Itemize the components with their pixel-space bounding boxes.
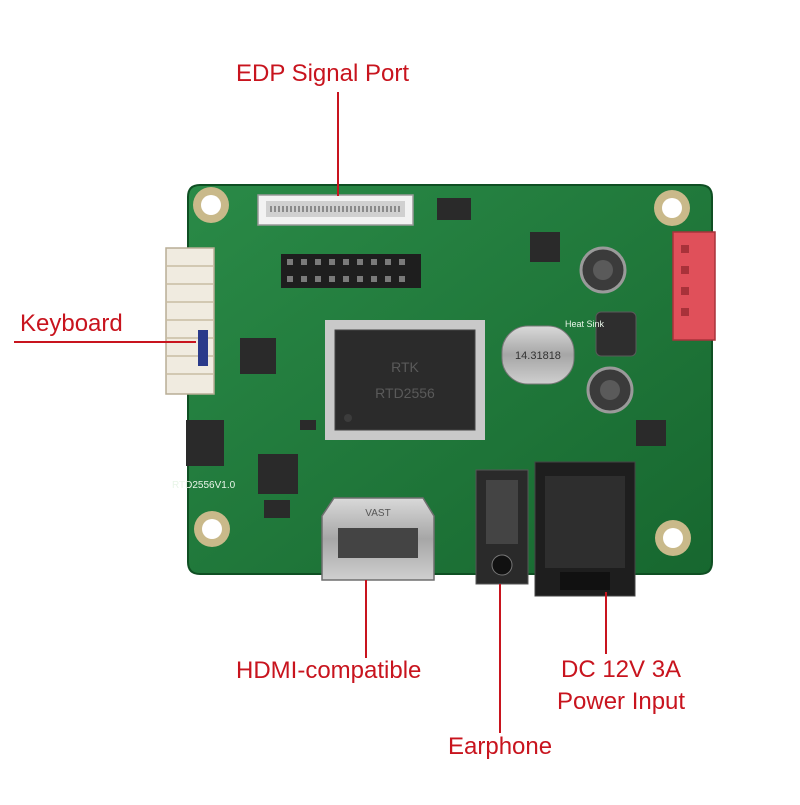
pointer-lines bbox=[14, 92, 607, 733]
keyboard-label: Keyboard bbox=[20, 310, 123, 337]
dc-label-line2: Power Input bbox=[557, 688, 686, 715]
hdmi-brand-text: VAST bbox=[365, 508, 390, 519]
dc-label-line1: DC 12V 3A bbox=[561, 656, 682, 683]
pin-header bbox=[281, 254, 421, 288]
edp-label: EDP Signal Port bbox=[236, 60, 409, 87]
mounting-holes bbox=[193, 187, 691, 556]
hdmi-port: VAST bbox=[321, 497, 435, 581]
chip-brand-text: RTK bbox=[391, 359, 419, 375]
red-header bbox=[672, 231, 716, 341]
keyboard-connector bbox=[165, 247, 215, 395]
crystal-text: 14.31818 bbox=[515, 350, 561, 362]
dc-jack bbox=[534, 461, 636, 597]
main-chip: RTK RTD2556 bbox=[325, 320, 485, 440]
capacitors bbox=[579, 246, 637, 414]
board-model-text: RTD2556V1.0 bbox=[172, 480, 236, 491]
chip-part-text: RTD2556 bbox=[375, 385, 435, 401]
hdmi-label: HDMI-compatible bbox=[236, 657, 422, 684]
crystal: 14.31818 bbox=[501, 325, 575, 385]
heat-sink-text: Heat Sink bbox=[565, 319, 605, 329]
earphone-jack bbox=[475, 469, 529, 585]
small-components bbox=[186, 198, 666, 518]
edp-connector bbox=[257, 194, 414, 226]
earphone-label: Earphone bbox=[448, 733, 553, 760]
